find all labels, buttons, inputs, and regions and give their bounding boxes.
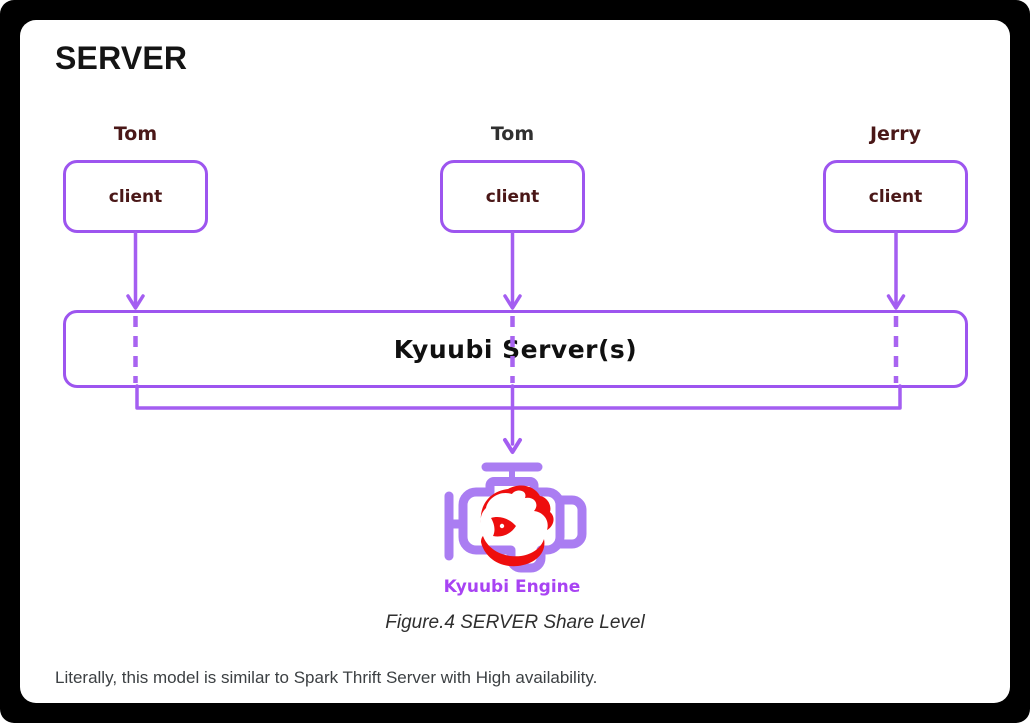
down-arrow-icon — [886, 294, 906, 310]
footer-text: Literally, this model is similar to Spar… — [55, 668, 598, 687]
collector-lines — [135, 384, 902, 454]
client-box-3: client — [823, 160, 968, 233]
fox-icon — [480, 485, 554, 567]
kyuubi-server-label: Kyuubi Server(s) — [393, 334, 638, 364]
fox-mane — [480, 485, 554, 530]
client-box-label: client — [108, 186, 163, 207]
client-box-1: client — [63, 160, 208, 233]
content-card: SERVER Tom Tom Jerry client client clien… — [20, 20, 1010, 703]
down-arrow-icon — [503, 438, 522, 454]
page-title: SERVER — [55, 40, 188, 76]
user-label-tom-1: Tom — [113, 123, 158, 145]
client-box-label: client — [485, 186, 540, 207]
engine-label: Kyuubi Engine — [443, 577, 581, 597]
fox-tail — [481, 536, 545, 567]
fox-face — [491, 516, 516, 537]
down-arrow-icon — [503, 294, 522, 310]
collector-line — [135, 384, 902, 410]
figure-caption: Figure.4 SERVER Share Level — [385, 612, 645, 633]
engine-body — [458, 477, 565, 573]
kyuubi-server-box: Kyuubi Server(s) — [63, 310, 968, 388]
client-to-server-arrows — [126, 231, 906, 310]
engine-icon — [444, 462, 587, 573]
user-label-tom-2: Tom — [490, 123, 535, 145]
client-box-label: client — [868, 186, 923, 207]
down-arrow-icon — [126, 294, 145, 310]
engine-right-flange — [555, 495, 587, 549]
fox-eye — [499, 523, 505, 529]
client-box-2: client — [440, 160, 585, 233]
user-label-jerry: Jerry — [869, 123, 922, 145]
